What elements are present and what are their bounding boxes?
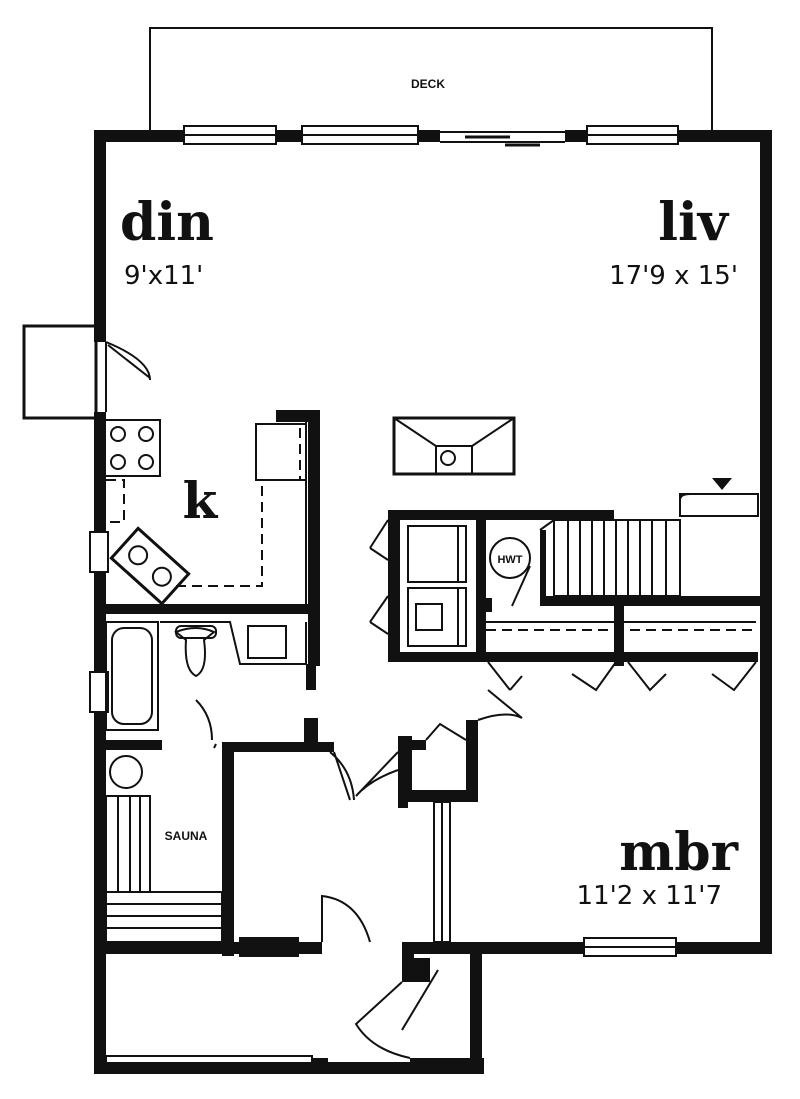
stairs (539, 478, 762, 606)
kitchen: k (103, 410, 320, 666)
fireplace (392, 416, 516, 476)
dining-name: din (120, 192, 214, 253)
utility-block: HWT (369, 510, 758, 692)
living-dims: 17'9 x 15' (609, 261, 738, 291)
deck: DECK (149, 27, 713, 132)
kitchen-name: k (183, 471, 219, 530)
mbr-dims: 11'2 x 11'7 (577, 881, 722, 911)
sauna: SAUNA (105, 742, 318, 956)
entry-landing (22, 324, 151, 420)
hwt-label: HWT (497, 554, 522, 566)
lower-hall (104, 689, 523, 1071)
living-name: liv (658, 192, 730, 253)
bathroom (104, 621, 316, 750)
mbr-name: mbr (619, 822, 738, 883)
sauna-label: SAUNA (165, 829, 208, 843)
dining-dims: 9'x11' (124, 261, 203, 291)
deck-label: DECK (411, 77, 445, 91)
